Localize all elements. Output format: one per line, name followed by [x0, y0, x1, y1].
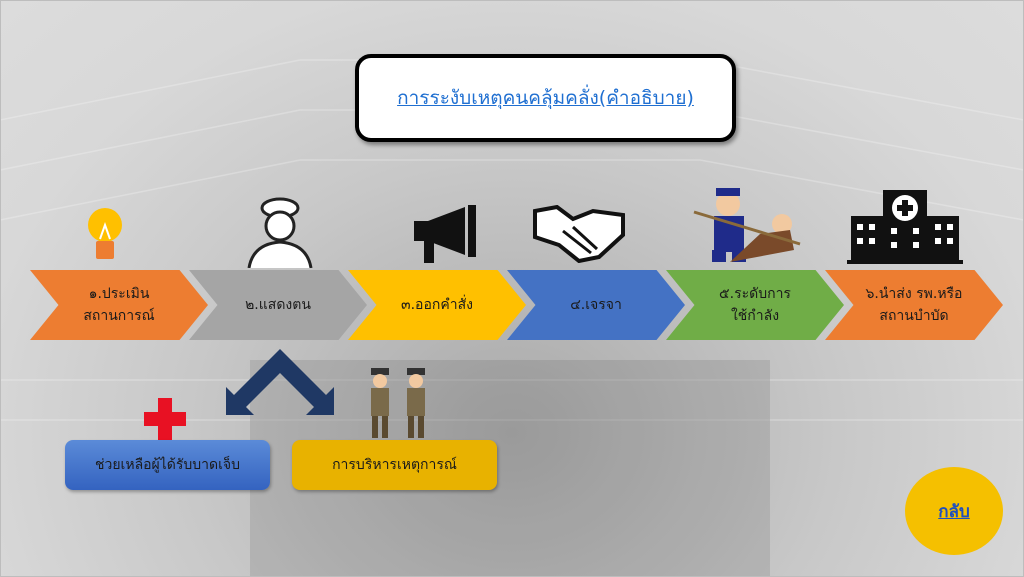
police-officers-icon [371, 368, 425, 438]
step-3-command[interactable]: ๓.ออกคำสั่ง [348, 270, 526, 340]
hospital-icon [847, 190, 963, 264]
police-use-of-force-icon [693, 188, 801, 262]
title-box: การระงับเหตุคนคลุ้มคลั่ง(คำอธิบาย) [355, 54, 736, 142]
handshake-icon [533, 205, 625, 263]
back-link[interactable]: กลับ [938, 501, 970, 522]
step-5-use-of-force[interactable]: ๕.ระดับการใช้กำลัง [666, 270, 844, 340]
back-button[interactable]: กลับ [905, 467, 1003, 555]
step-2-identify[interactable]: ๒.แสดงตน [189, 270, 367, 340]
lightbulb-icon [88, 208, 122, 259]
police-officer-icon [247, 197, 313, 268]
step-6-refer[interactable]: ๖.นำส่ง รพ.หรือสถานบำบัด [825, 270, 1003, 340]
red-cross-icon [144, 398, 186, 440]
branch-arrows-icon [226, 349, 334, 415]
megaphone-icon [414, 205, 476, 263]
incident-management-button[interactable]: การบริหารเหตุการณ์ [292, 440, 497, 490]
step-1-assess[interactable]: ๑.ประเมินสถานการณ์ [30, 270, 208, 340]
step-4-negotiate[interactable]: ๔.เจรจา [507, 270, 685, 340]
help-injured-button[interactable]: ช่วยเหลือผู้ได้รับบาดเจ็บ [65, 440, 270, 490]
title-link[interactable]: การระงับเหตุคนคลุ้มคลั่ง(คำอธิบาย) [397, 87, 694, 109]
